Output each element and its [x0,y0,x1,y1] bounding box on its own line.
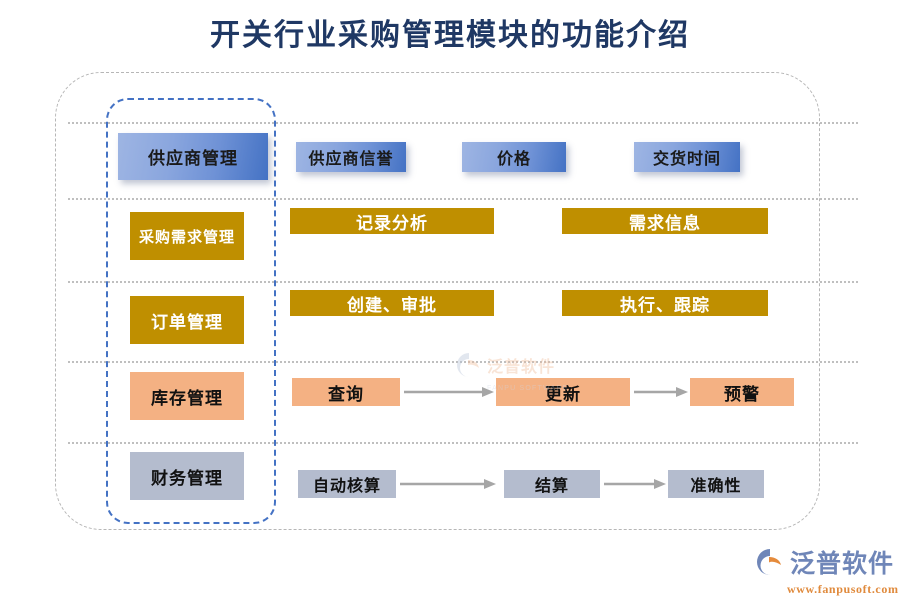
item-supplier-credit[interactable]: 供应商信誉 [296,142,406,172]
category-label: 供应商管理 [148,149,238,168]
item-auto-accounting[interactable]: 自动核算 [298,470,396,498]
logo-brand: 泛普软件 [790,551,895,578]
item-create-approve[interactable]: 创建、审批 [290,290,494,316]
category-column-frame [106,98,276,524]
page-title: 开关行业采购管理模块的功能介绍 [210,19,690,52]
item-accuracy[interactable]: 准确性 [668,470,764,498]
item-alert[interactable]: 预警 [690,378,794,406]
arrow-query-to-update [404,387,494,397]
fanpu-logo: 泛普软件 www.fanpusoft.com [755,548,899,596]
item-label: 更新 [545,384,581,404]
row-separator-3 [68,361,858,363]
item-label: 创建、审批 [347,295,437,315]
category-finance-management[interactable]: 财务管理 [130,452,244,500]
item-label: 记录分析 [356,213,428,233]
category-order-management[interactable]: 订单管理 [130,296,244,344]
item-label: 结算 [534,478,569,495]
item-record-analysis[interactable]: 记录分析 [290,208,494,234]
item-label: 需求信息 [629,213,701,233]
logo-url: www.fanpusoft.com [787,582,899,596]
row-separator-top [68,122,858,124]
item-execute-track[interactable]: 执行、跟踪 [562,290,768,316]
arrow-update-to-alert [634,387,688,397]
category-label: 采购需求管理 [138,229,235,246]
row-separator-2 [68,281,858,283]
item-label: 价格 [496,151,531,168]
category-label: 财务管理 [151,468,223,488]
category-inventory-management[interactable]: 库存管理 [130,372,244,420]
category-label: 订单管理 [151,312,223,332]
item-delivery-time[interactable]: 交货时间 [634,142,740,172]
category-purchase-requirement-management[interactable]: 采购需求管理 [130,212,244,260]
item-label: 供应商信誉 [308,151,394,168]
fanpu-logo-icon [755,548,785,581]
arrow-accounting-to-settlement [400,479,496,489]
item-label: 交货时间 [652,151,721,168]
item-query[interactable]: 查询 [292,378,400,406]
category-supplier-management[interactable]: 供应商管理 [118,133,268,180]
item-label: 自动核算 [312,478,381,495]
item-requirement-info[interactable]: 需求信息 [562,208,768,234]
item-update[interactable]: 更新 [496,378,630,406]
item-label: 预警 [724,384,760,404]
row-separator-1 [68,198,858,200]
row-separator-4 [68,442,858,444]
item-label: 执行、跟踪 [620,295,710,315]
item-label: 准确性 [690,478,742,495]
category-label: 库存管理 [151,388,223,408]
outer-dashed-frame [55,72,820,530]
item-price[interactable]: 价格 [462,142,566,172]
item-settlement[interactable]: 结算 [504,470,600,498]
item-label: 查询 [328,384,364,404]
arrow-settlement-to-accuracy [604,479,666,489]
